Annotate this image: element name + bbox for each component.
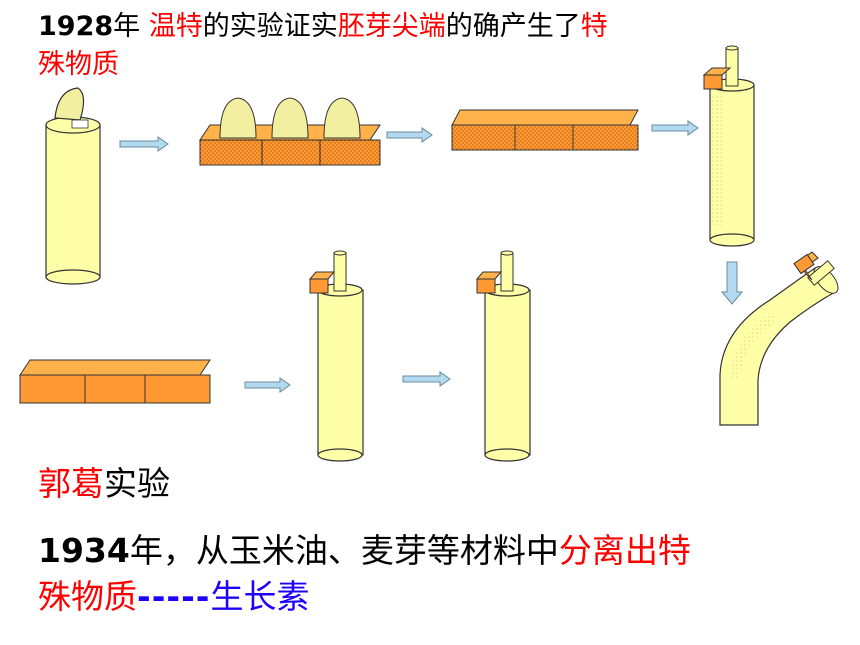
title-mid2: 的确产生了 (445, 11, 581, 42)
arrow-right-icon (244, 377, 291, 393)
title-nian: 年 (113, 11, 149, 42)
title-red-1: 特 (580, 11, 608, 42)
title-part: 胚芽尖端 (337, 11, 446, 42)
para-year: 1934 (38, 531, 130, 570)
arrow-right-icon (386, 127, 433, 143)
coleoptile-with-agar (702, 45, 755, 247)
agar-block (451, 109, 639, 151)
tips-on-agar-block (199, 97, 381, 166)
guo-ge-rest: 实验 (104, 464, 170, 503)
arrow-right-icon (402, 371, 451, 387)
arrow-right-icon (651, 120, 699, 136)
title-year: 1928 (38, 11, 114, 42)
para-red1: 分离出特 (558, 531, 691, 570)
para-dash: ----- (137, 577, 211, 616)
arrow-right-icon (119, 136, 169, 152)
coleoptile-with-agar-3 (475, 250, 531, 462)
para-text1: 年，从玉米油、麦芽等材料中 (129, 531, 559, 570)
title-scientist: 温特 (148, 11, 203, 42)
guo-ge-name: 郭葛 (38, 464, 104, 503)
page-title: 1928年 温特的实验证实胚芽尖端的确产生了特殊物质 (38, 8, 798, 84)
para-blue: 生长素 (210, 577, 310, 616)
bent-coleoptile (719, 251, 839, 426)
coleoptile-with-agar-2 (308, 250, 364, 462)
title-mid1: 的实验证实 (202, 11, 338, 42)
conclusion-paragraph: 1934年，从玉米油、麦芽等材料中分离出特殊物质-----生长素 (38, 528, 818, 620)
para-red2: 殊物质 (38, 577, 137, 616)
coleoptile-tip-cut (45, 87, 101, 285)
agar-block-2 (19, 359, 211, 404)
guo-ge-heading: 郭葛实验 (38, 462, 170, 506)
title-red-2: 殊物质 (38, 49, 119, 80)
arrow-down-icon (720, 261, 744, 305)
